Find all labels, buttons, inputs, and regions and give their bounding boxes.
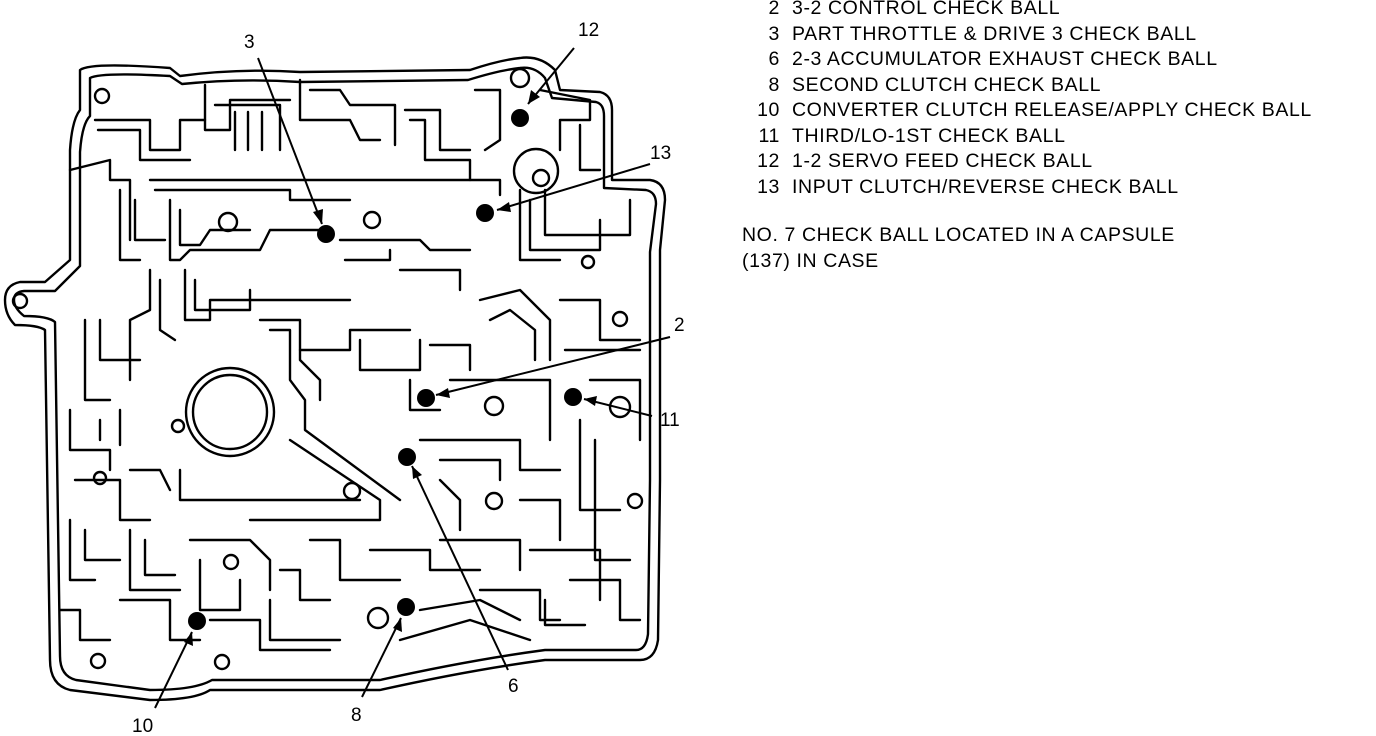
callout-10: 10: [132, 716, 153, 736]
legend-label: PART THROTTLE & DRIVE 3 CHECK BALL: [792, 22, 1197, 45]
check-ball-3: [317, 225, 335, 243]
legend-label: 1-2 SERVO FEED CHECK BALL: [792, 150, 1093, 172]
legend-number: 13: [757, 175, 780, 198]
legend-number: 12: [757, 150, 780, 172]
callout-11: 11: [660, 410, 680, 431]
legend-note-line: NO. 7 CHECK BALL LOCATED IN A CAPSULE: [742, 224, 1175, 246]
callout-2: 2: [674, 315, 685, 336]
legend-item: 3 PART THROTTLE & DRIVE 3 CHECK BALL: [742, 22, 1372, 48]
legend-item: 2 3-2 CONTROL CHECK BALL: [742, 0, 1372, 22]
legend-item: 6 2-3 ACCUMULATOR EXHAUST CHECK BALL: [742, 47, 1372, 73]
check-ball-11: [564, 388, 582, 406]
check-ball-6: [398, 448, 416, 466]
legend-label: INPUT CLUTCH/REVERSE CHECK BALL: [792, 175, 1179, 198]
callout-6: 6: [508, 676, 519, 697]
callout-13: 13: [650, 143, 671, 164]
plate-outline-outer: [3, 56, 667, 702]
check-ball-8: [397, 598, 415, 616]
legend-number: 8: [768, 73, 780, 96]
legend-label: 3-2 CONTROL CHECK BALL: [792, 0, 1061, 19]
legend-label: CONVERTER CLUTCH RELEASE/APPLY CHECK BAL…: [792, 99, 1312, 121]
legend-number: 3: [768, 22, 780, 45]
legend-label: THIRD/LO-1ST CHECK BALL: [792, 124, 1066, 147]
legend-label: SECOND CLUTCH CHECK BALL: [792, 73, 1102, 96]
check-ball-legend: 2 3-2 CONTROL CHECK BALL 3 PART THROTTLE…: [742, 0, 1372, 274]
callout-8: 8: [351, 705, 362, 726]
legend-note-line: (137) IN CASE: [742, 249, 879, 272]
check-ball-2: [417, 389, 435, 407]
legend-number: 6: [768, 48, 780, 70]
callout-3: 3: [244, 32, 255, 53]
legend-label: 2-3 ACCUMULATOR EXHAUST CHECK BALL: [792, 48, 1218, 70]
legend-number: 2: [768, 0, 780, 19]
legend-number: 10: [757, 99, 780, 121]
legend-number: 11: [758, 124, 780, 147]
callout-12: 12: [578, 20, 599, 41]
legend-item: 13 INPUT CLUTCH/REVERSE CHECK BALL: [742, 175, 1372, 201]
valve-body-diagram: 3 12 13 2 11 6 8 10: [3, 20, 685, 736]
legend-item: 12 1-2 SERVO FEED CHECK BALL: [742, 149, 1372, 175]
legend-item: 8 SECOND CLUTCH CHECK BALL: [742, 73, 1372, 99]
legend-note: NO. 7 CHECK BALL LOCATED IN A CAPSULE (1…: [742, 223, 1372, 274]
check-ball-10: [188, 612, 206, 630]
check-ball-12: [511, 109, 529, 127]
legend-item: 11 THIRD/LO-1ST CHECK BALL: [742, 124, 1372, 150]
legend-item: 10 CONVERTER CLUTCH RELEASE/APPLY CHECK …: [742, 98, 1372, 124]
check-ball-13: [476, 204, 494, 222]
check-balls: [188, 109, 582, 630]
